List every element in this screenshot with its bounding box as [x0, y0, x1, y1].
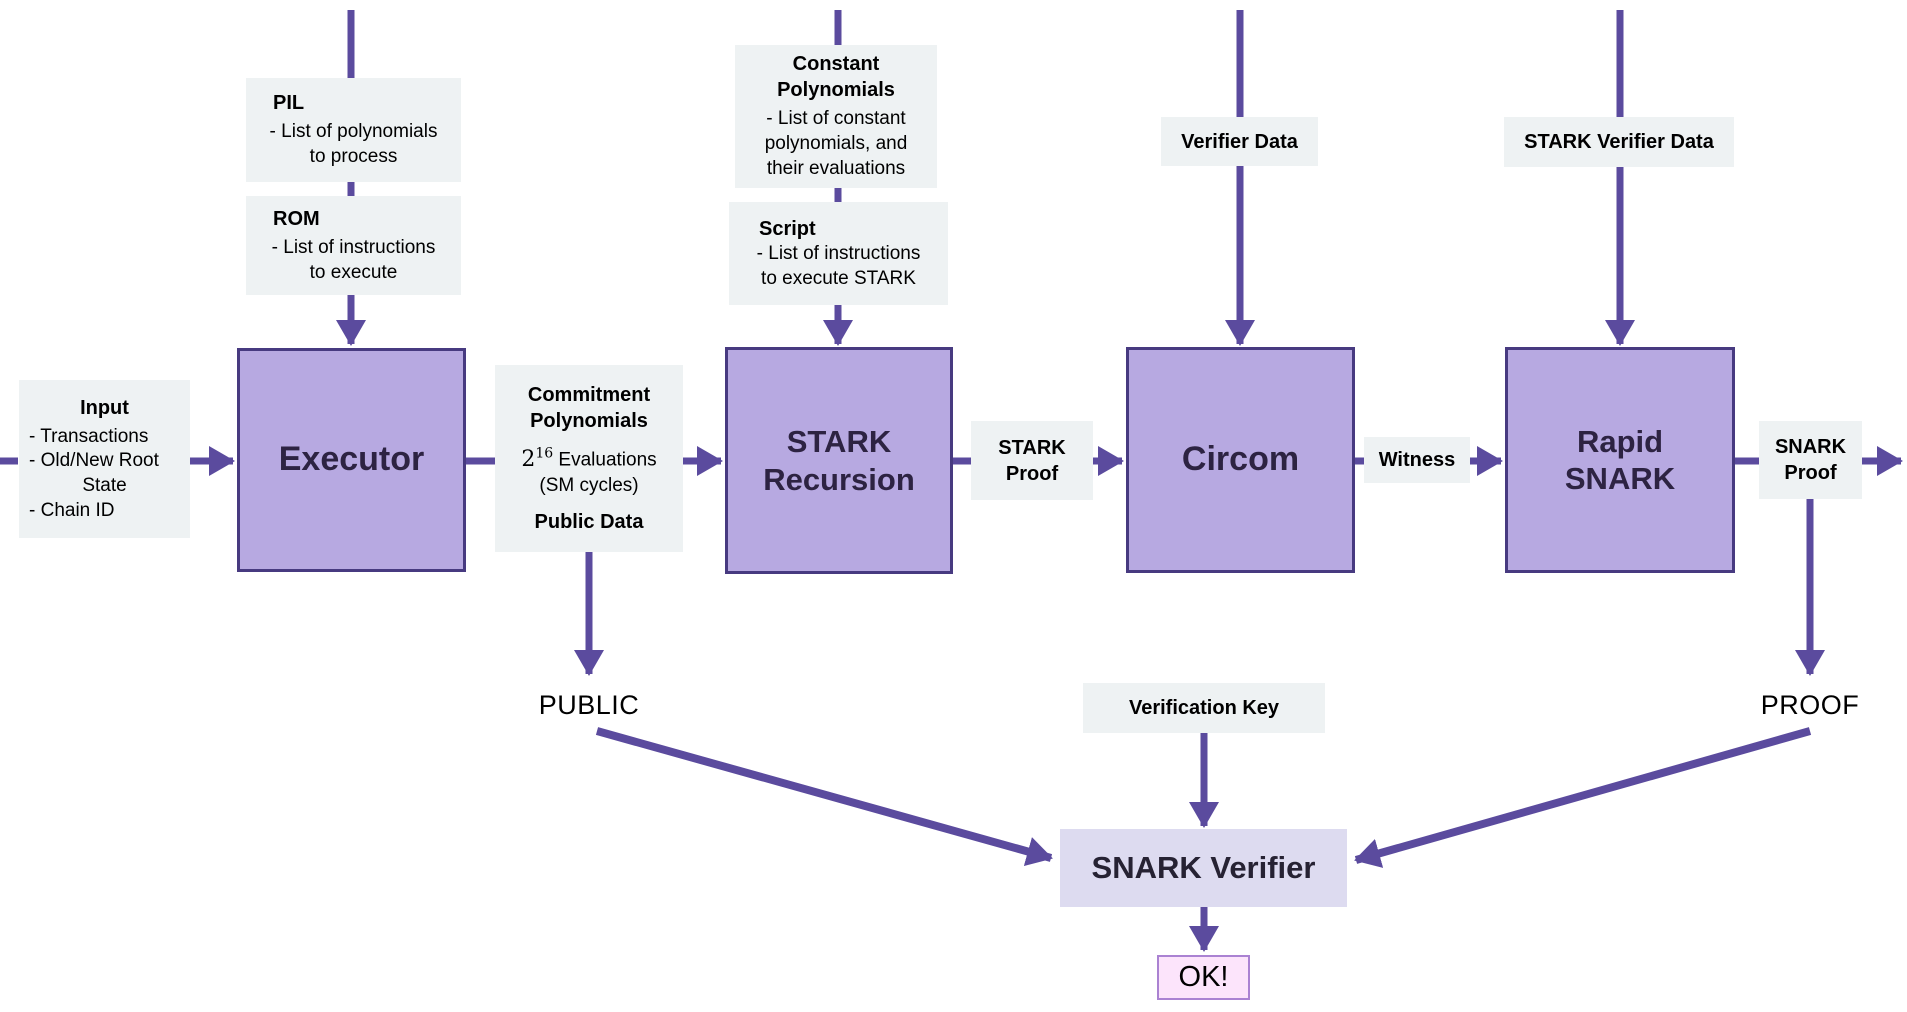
input-item-old-new-root: - Old/New Root [29, 450, 159, 472]
constant-title-line-1: Constant [792, 53, 880, 76]
snark-verifier-box: SNARK Verifier [1060, 829, 1347, 907]
executor-box: Executor [237, 348, 466, 572]
pil-line-1: - List of polynomials [269, 121, 438, 143]
public-label: PUBLIC [538, 690, 640, 720]
script-title: Script [759, 217, 816, 240]
rapid-snark-label-line-2: SNARK [1564, 461, 1676, 496]
script-box: Script - List of instructions to execute… [729, 202, 948, 305]
arrow-public-to-snark-verifier [595, 727, 1053, 866]
constant-line-3: their evaluations [766, 157, 906, 179]
stark-recursion-label-line-2: Recursion [763, 461, 915, 497]
witness-label: Witness [1364, 437, 1470, 483]
script-line-1: - List of instructions [756, 242, 921, 264]
stark-verifier-data-label: STARK Verifier Data [1504, 117, 1734, 167]
stark-proof-label: STARK Proof [971, 421, 1093, 500]
snark-proof-line-1: SNARK [1774, 436, 1847, 458]
snark-proof-label: SNARK Proof [1759, 421, 1862, 499]
circom-box: Circom [1126, 347, 1355, 573]
input-item-transactions: - Transactions [29, 425, 149, 447]
rom-title: ROM [273, 207, 320, 230]
ok-label: OK! [1178, 961, 1229, 993]
stark-recursion-label-line-1: STARK [786, 424, 892, 460]
rom-box: ROM - List of instructions to execute [246, 196, 461, 295]
pil-box: PIL - List of polynomials to process [246, 78, 461, 182]
executor-label: Executor [278, 440, 425, 479]
proof-label: PROOF [1760, 690, 1860, 720]
stark-proof-line-2: Proof [1005, 462, 1059, 485]
constant-title-line-2: Polynomials [777, 79, 895, 102]
commitment-polynomials-box: Commitment Polynomials 216 Evaluations (… [495, 365, 683, 552]
commitment-title-line-2: Polynomials [530, 410, 648, 433]
input-item-state: State [82, 475, 127, 496]
arrow-proof-to-snark-verifier [1354, 727, 1812, 868]
constant-polynomials-box: Constant Polynomials - List of constant … [735, 45, 937, 188]
verifier-data-label: Verifier Data [1161, 117, 1318, 166]
input-title: Input [80, 396, 129, 419]
constant-line-1: - List of constant [766, 108, 906, 130]
circom-label: Circom [1181, 440, 1300, 479]
snark-proof-line-2: Proof [1784, 462, 1837, 484]
rapid-snark-box: Rapid SNARK [1505, 347, 1735, 573]
ok-box: OK! [1157, 955, 1250, 1000]
pil-title: PIL [273, 92, 305, 115]
stark-proof-line-1: STARK [998, 436, 1066, 459]
constant-line-2: polynomials, and [764, 133, 908, 155]
input-box: Input - Transactions - Old/New Root Stat… [19, 380, 190, 538]
verification-key-label: Verification Key [1083, 683, 1325, 733]
rom-line-1: - List of instructions [271, 236, 436, 258]
commitment-sm-cycles-line: (SM cycles) [539, 475, 639, 497]
input-item-chain-id: - Chain ID [29, 499, 115, 521]
commitment-public-data-label: Public Data [534, 510, 644, 533]
stark-recursion-box: STARK Recursion [725, 347, 953, 574]
rom-line-2: to execute [309, 261, 398, 283]
pil-line-2: to process [309, 146, 398, 167]
script-line-2: to execute STARK [761, 267, 916, 289]
snark-verifier-label: SNARK Verifier [1091, 850, 1316, 885]
commitment-evaluations-line: 216 Evaluations [521, 445, 657, 472]
commitment-title-line-1: Commitment [527, 384, 651, 407]
rapid-snark-label-line-1: Rapid [1576, 423, 1664, 459]
